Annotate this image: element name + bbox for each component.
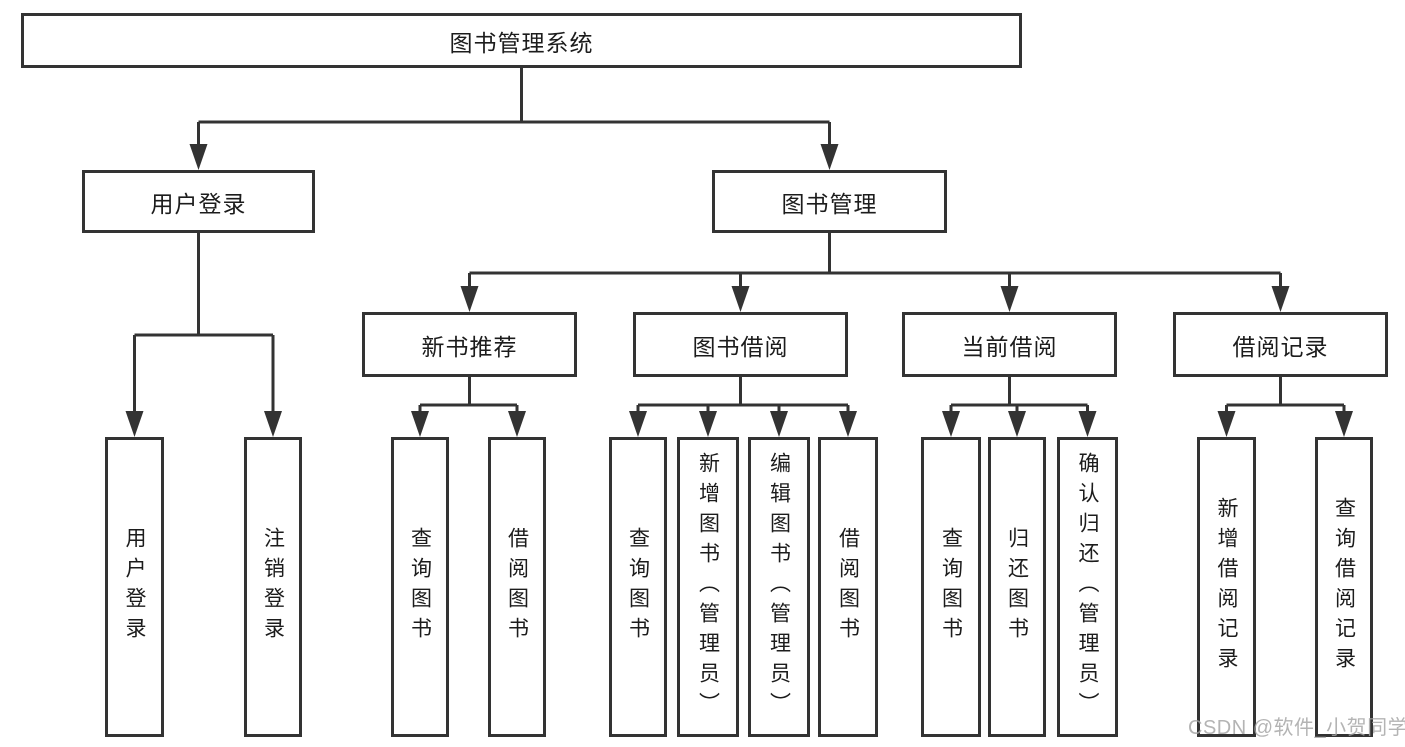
leaf-logout: 注销登录 (244, 437, 302, 737)
node-current-borrowing: 当前借阅 (902, 312, 1117, 377)
leaf-edit-books-admin: 编辑图书（管理员） (748, 437, 810, 737)
connector-borrow-records-to-leaves (1225, 377, 1346, 416)
connector-current-borrow-to-leaves (949, 377, 1089, 416)
leaf-query-books-borrowing: 查询图书 (609, 437, 667, 737)
connector-user-login-to-leaves (133, 233, 275, 416)
node-book-borrowing: 图书借阅 (633, 312, 848, 377)
arrowheads (125, 144, 1353, 437)
node-new-book-recommendation: 新书推荐 (362, 312, 577, 377)
node-book-management: 图书管理 (712, 170, 947, 233)
leaf-add-borrow-record: 新增借阅记录 (1197, 437, 1256, 737)
leaf-borrow-books-borrowing: 借阅图书 (818, 437, 878, 737)
connector-book-borrow-to-leaves (636, 377, 850, 416)
leaf-borrow-books-recommend: 借阅图书 (488, 437, 546, 737)
leaf-query-books-current: 查询图书 (921, 437, 981, 737)
leaf-add-books-admin: 新增图书（管理员） (677, 437, 739, 737)
node-borrowing-records: 借阅记录 (1173, 312, 1388, 377)
node-user-login: 用户登录 (82, 170, 315, 233)
leaf-query-borrow-record: 查询借阅记录 (1315, 437, 1373, 737)
leaf-query-books-recommend: 查询图书 (391, 437, 449, 737)
leaf-user-login: 用户登录 (105, 437, 164, 737)
connector-root-to-level2 (197, 68, 831, 150)
csdn-watermark: CSDN @软件_小贺同学 (1188, 717, 1405, 739)
leaf-return-books: 归还图书 (988, 437, 1046, 737)
connector-new-book-to-leaves (418, 377, 519, 416)
leaf-confirm-return-admin: 确认归还（管理员） (1057, 437, 1118, 737)
node-library-management-system: 图书管理系统 (21, 13, 1022, 68)
connector-book-management-to-level3 (468, 233, 1282, 291)
